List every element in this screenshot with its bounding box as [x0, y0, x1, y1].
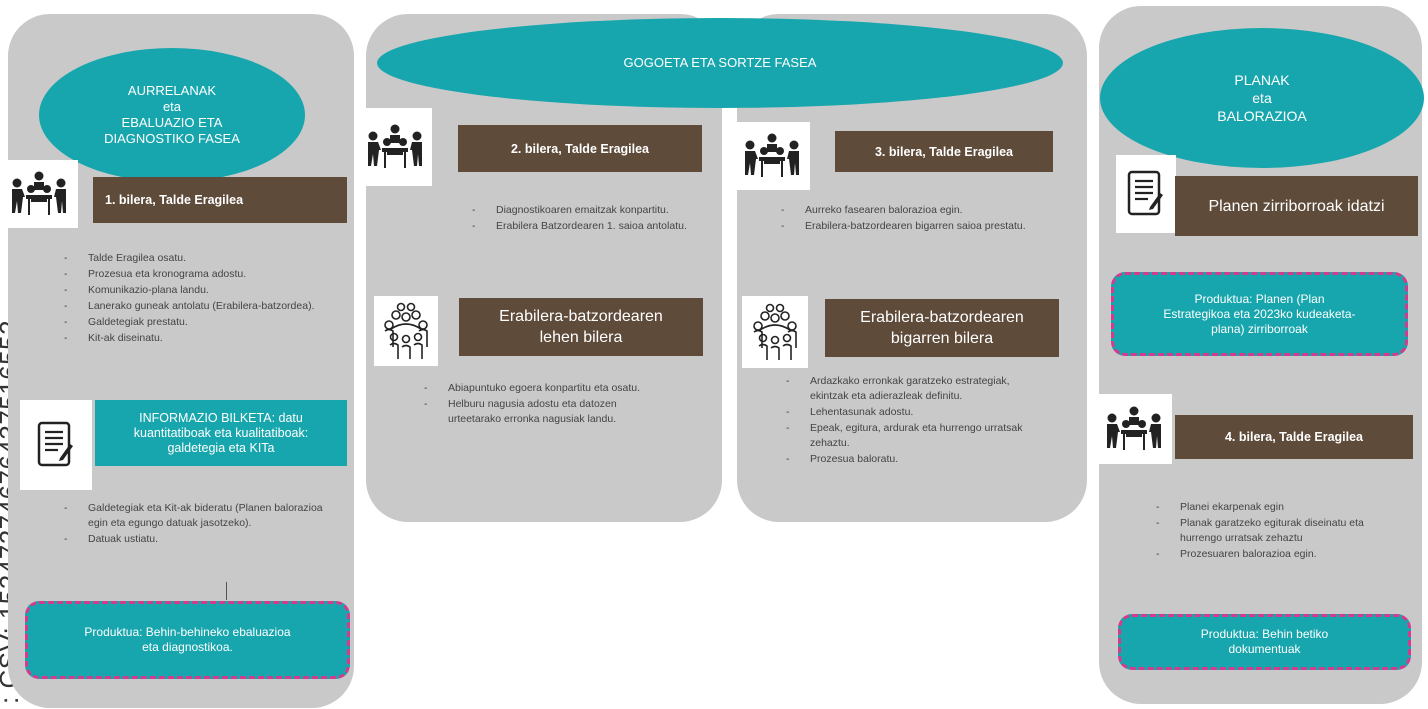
phase1-product-box: Produktua: Behin-behineko ebaluazioa eta… — [25, 601, 350, 679]
list-item: Talde Eragilea osatu. — [58, 251, 328, 266]
meeting-4-box: 4. bilera, Talde Eragilea — [1175, 415, 1413, 459]
meeting-people-icon — [358, 108, 432, 186]
list-item: Lehentasunak adostu. — [780, 405, 1050, 420]
meeting-2-box: 2. bilera, Talde Eragilea — [458, 125, 702, 172]
phase2-title: GOGOETA ETA SORTZE FASEA — [377, 18, 1063, 108]
list-item: Helburu nagusia adostu eta datozen urtee… — [418, 397, 658, 427]
meeting-3-label: 3. bilera, Talde Eragilea — [874, 144, 1014, 159]
list-item: Ardazkako erronkak garatzeko estrategiak… — [780, 374, 1050, 404]
meeting-1-box: 1. bilera, Talde Eragilea — [93, 177, 347, 223]
list-item: Datuak ustiatu. — [58, 532, 328, 547]
meeting-2-list: Diagnostikoaren emaitzak konpartitu. Era… — [466, 203, 692, 235]
phase3-title: PLANAK eta BALORAZIOA — [1100, 28, 1424, 168]
meeting-1-list: Talde Eragilea osatu. Prozesua eta krono… — [58, 251, 328, 347]
document-icon — [1116, 155, 1176, 233]
final-product-box: Produktua: Behin betiko dokumentuak — [1118, 614, 1411, 670]
list-item: Erabilera-batzordearen bigarren saioa pr… — [775, 219, 1055, 234]
committee-2-box: Erabilera-batzordearen bigarren bilera — [825, 299, 1059, 357]
list-item: Planak garatzeko egiturak diseinatu eta … — [1150, 516, 1405, 546]
committee-1-list: Abiapuntuko egoera konpartitu eta osatu.… — [418, 381, 658, 428]
connector-line — [226, 582, 227, 600]
list-item: Diagnostikoaren emaitzak konpartitu. — [466, 203, 692, 218]
meeting-1-label: 1. bilera, Talde Eragilea — [105, 193, 244, 207]
list-item: Lanerako guneak antolatu (Erabilera-batz… — [58, 299, 328, 314]
group-people-icon — [374, 296, 438, 366]
committee-1-box: Erabilera-batzordearen lehen bilera — [459, 298, 703, 356]
list-item: Planei ekarpenak egin — [1150, 500, 1405, 515]
list-item: Prozesuaren balorazioa egin. — [1150, 547, 1405, 562]
list-item: Epeak, egitura, ardurak eta hurrengo urr… — [780, 421, 1050, 451]
info-collection-box: INFORMAZIO BILKETA: datu kuantitatiboak … — [95, 400, 347, 466]
list-item: Galdetegiak eta Kit-ak bideratu (Planen … — [58, 501, 328, 531]
list-item: Kit-ak diseinatu. — [58, 331, 328, 346]
meeting-3-box: 3. bilera, Talde Eragilea — [835, 131, 1053, 172]
draft-plans-box: Planen zirriborroak idatzi — [1175, 176, 1418, 236]
meeting-people-icon — [0, 160, 78, 228]
phase1-title: AURRELANAK eta EBALUAZIO ETA DIAGNOSTIKO… — [39, 48, 305, 182]
list-item: Abiapuntuko egoera konpartitu eta osatu. — [418, 381, 658, 396]
list-item: Aurreko fasearen balorazioa egin. — [775, 203, 1055, 218]
document-icon — [20, 400, 92, 490]
info-collection-list: Galdetegiak eta Kit-ak bideratu (Planen … — [58, 501, 328, 548]
list-item: Prozesua baloratu. — [780, 452, 1050, 467]
meeting-2-label: 2. bilera, Talde Eragilea — [510, 141, 650, 156]
list-item: Komunikazio-plana landu. — [58, 283, 328, 298]
meeting-people-icon — [734, 122, 810, 190]
group-people-icon — [742, 296, 808, 368]
meeting-4-label: 4. bilera, Talde Eragilea — [1224, 430, 1364, 444]
meeting-people-icon — [1096, 394, 1172, 464]
committee-2-list: Ardazkako erronkak garatzeko estrategiak… — [780, 374, 1050, 468]
list-item: Erabilera Batzordearen 1. saioa antolatu… — [466, 219, 692, 234]
meeting-3-list: Aurreko fasearen balorazioa egin. Erabil… — [775, 203, 1055, 235]
draft-product-box: Produktua: Planen (Plan Estrategikoa eta… — [1111, 272, 1408, 356]
meeting-4-list: Planei ekarpenak egin Planak garatzeko e… — [1150, 500, 1405, 563]
list-item: Prozesua eta kronograma adostu. — [58, 267, 328, 282]
list-item: Galdetegiak prestatu. — [58, 315, 328, 330]
